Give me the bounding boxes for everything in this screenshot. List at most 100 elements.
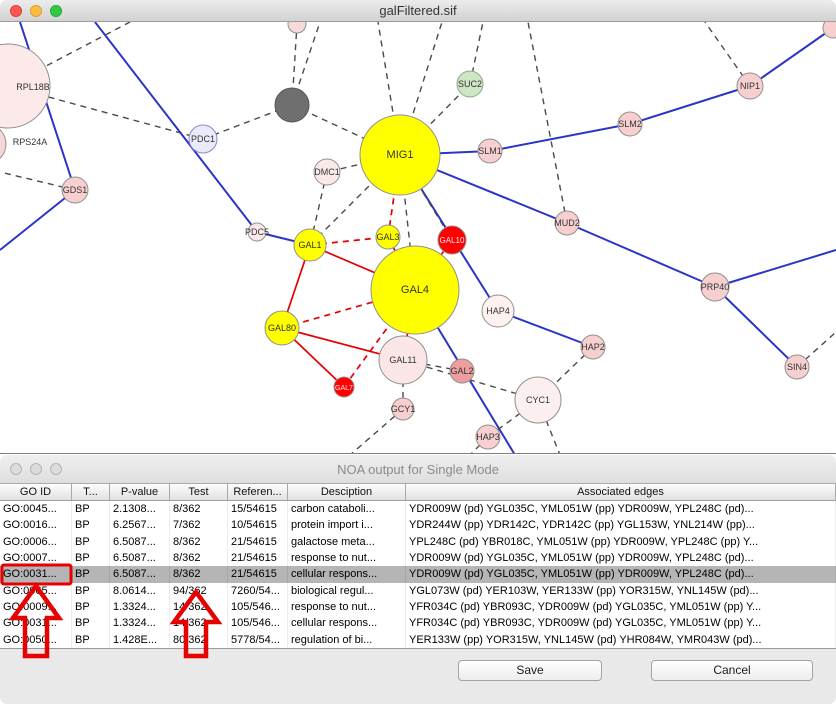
table-cell: BP [72,566,110,583]
column-header[interactable]: Referen... [228,484,288,501]
graph-edge[interactable] [796,331,836,368]
graph-node-label: GAL3 [376,232,399,242]
graph-edge[interactable] [537,346,594,401]
table-cell: BP [72,517,110,534]
save-button[interactable]: Save [458,660,602,681]
graph-edge[interactable] [537,399,560,454]
graph-edge[interactable] [714,286,798,368]
graph-edge[interactable] [350,408,404,454]
graph-node-RPS24A[interactable] [0,124,7,164]
graph-node-SIN4[interactable] [784,354,810,380]
close-button[interactable] [10,4,22,17]
graph-node-SLM2[interactable] [617,111,643,137]
minimize-button[interactable] [30,4,42,17]
graph-node-label: NIP1 [740,81,760,91]
graph-node-HAP4[interactable] [481,294,515,328]
graph-node-GAL80[interactable] [264,310,300,346]
column-header[interactable]: T... [72,484,110,501]
column-header[interactable]: Test [170,484,228,501]
graph-edge[interactable] [566,222,716,288]
window-title: galFiltered.sif [379,3,457,18]
table-cell: 15/54615 [228,501,288,518]
graph-node[interactable] [274,87,310,123]
graph-node-GAL11[interactable] [378,335,428,385]
column-header[interactable]: GO ID [0,484,72,501]
graph-node-PRP40[interactable] [700,272,730,302]
column-header[interactable]: P-value [110,484,170,501]
table-cell: 8/362 [170,501,228,518]
cancel-button[interactable]: Cancel [651,660,813,681]
graph-node-GCY1[interactable] [391,397,415,421]
column-header[interactable]: Desciption [288,484,406,501]
table-cell: 8/362 [170,549,228,567]
table-cell: GO:0031... [0,566,72,583]
graph-node-PDC1[interactable] [188,124,218,154]
graph-node-GAL1[interactable] [293,228,327,262]
graph-edge[interactable] [749,27,834,87]
table-cell: 14/362 [170,598,228,616]
minimize-button[interactable] [30,463,42,475]
graph-node-label: SLM2 [618,119,642,129]
graph-node-GDS1[interactable] [61,176,89,204]
table-cell: YPL248C (pd) YBR018C, YML051W (pp) YDR00… [406,533,836,550]
graph-node-SUC2[interactable] [456,70,484,98]
graph-node-label: GAL7 [335,385,353,392]
graph-node-NIP1[interactable] [736,72,764,100]
table-cell: regulation of bi... [288,631,406,648]
graph-edge[interactable] [489,123,631,152]
graph-edge[interactable] [0,189,76,251]
graph-edge[interactable] [94,22,258,233]
table-cell: carbon cataboli... [288,501,406,518]
graph-node-GAL7[interactable] [333,376,355,398]
table-cell: protein import i... [288,517,406,534]
close-button[interactable] [10,463,22,475]
graph-node-label: GAL10 [440,236,465,245]
table-cell: response to nut... [288,598,406,616]
graph-node[interactable] [822,22,836,39]
table-cell: galactose meta... [288,533,406,550]
graph-node-PDC5[interactable] [247,222,267,242]
graph-node-GAL2[interactable] [449,358,475,384]
graph-node[interactable] [287,22,307,34]
graph-node-MIG1[interactable] [359,114,441,196]
graph-node-GAL3[interactable] [375,224,401,250]
graph-node-label: GCY1 [391,404,416,414]
graph-node-SLM1[interactable] [477,138,503,164]
table-cell: BP [72,549,110,567]
graph-node-MUD2[interactable] [554,210,580,236]
column-header[interactable]: Associated edges [406,484,836,501]
graph-node-HAP3[interactable] [475,424,501,450]
graph-node-HAP2[interactable] [580,334,606,360]
network-window-titlebar[interactable]: galFiltered.sif [0,0,836,22]
table-cell: BP [72,615,110,632]
table-cell: YDR009W (pd) YGL035C, YML051W (pp) YDR00… [406,501,836,518]
graph-node-RPL18B[interactable] [0,43,51,129]
graph-edge[interactable] [714,249,836,288]
noa-window-titlebar[interactable]: NOA output for Single Mode [0,455,836,484]
graph-edge[interactable] [527,22,568,224]
zoom-button[interactable] [50,4,62,17]
dialog-footer: Save Cancel [0,648,836,704]
graph-edge[interactable] [497,310,594,348]
graph-edge[interactable] [629,85,751,125]
graph-node-GAL4[interactable] [370,245,460,335]
zoom-button[interactable] [50,463,62,475]
table-cell: 14/362 [170,615,228,632]
graph-node-GAL10[interactable] [437,225,467,255]
table-cell: 1.428E... [110,631,170,648]
graph-node-DMC1[interactable] [313,158,341,186]
table-cell: 21/54615 [228,549,288,567]
graph-node-CYC1[interactable] [514,376,562,424]
